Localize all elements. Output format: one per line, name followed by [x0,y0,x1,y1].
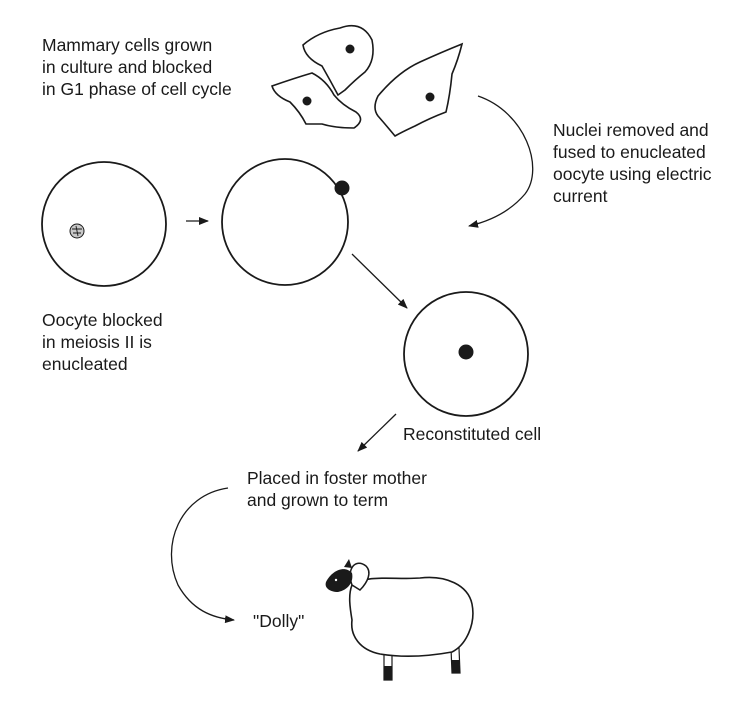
label-oocyte-line-3: enucleated [42,354,128,374]
mammary-cell-1 [302,24,374,97]
label-foster-mother: Placed in foster mother and grown to ter… [247,467,427,511]
reconstituted-nucleus [458,344,474,360]
enucleated-oocyte [221,158,350,286]
label-nuclei-removed: Nuclei removed and fused to enucleated o… [553,119,712,207]
mammary-cells [271,24,464,138]
label-reconstituted-text: Reconstituted cell [403,424,542,444]
arrow-nuclei-transfer [468,95,534,228]
mammary-cell-2-nucleus [302,96,312,106]
label-oocyte-blocked: Oocyte blocked in meiosis II is enucleat… [42,309,163,375]
label-nuclei-line-4: current [553,186,608,206]
label-nuclei-line-3: oocyte using electric [553,164,712,184]
label-reconstituted-cell: Reconstituted cell [403,423,541,445]
label-dolly: "Dolly" [253,610,304,632]
arrow-to-dolly [170,487,235,624]
oocyte-cell [41,161,167,287]
mammary-cell-3-nucleus [425,92,435,102]
mammary-cell-2 [271,72,362,129]
mammary-cell-1-nucleus [345,44,355,54]
label-mammary-line-2: in culture and blocked [42,57,213,77]
arrow-to-reconstituted [351,253,408,309]
fusing-nucleus [334,180,350,196]
label-foster-line-2: and grown to term [247,490,389,510]
reconstituted-cell [403,291,529,417]
arrow-to-foster [357,413,397,452]
label-oocyte-line-2: in meiosis II is [42,332,152,352]
label-nuclei-line-2: fused to enucleated [553,142,706,162]
label-foster-line-1: Placed in foster mother [247,468,427,488]
label-dolly-text: "Dolly" [253,611,305,631]
label-mammary-line-3: in G1 phase of cell cycle [42,79,232,99]
label-nuclei-line-1: Nuclei removed and [553,120,709,140]
label-mammary-cells: Mammary cells grown in culture and block… [42,34,232,100]
label-mammary-line-1: Mammary cells grown [42,35,213,55]
label-oocyte-line-1: Oocyte blocked [42,310,163,330]
sheep-icon [325,559,474,681]
mammary-cell-3 [374,42,464,138]
